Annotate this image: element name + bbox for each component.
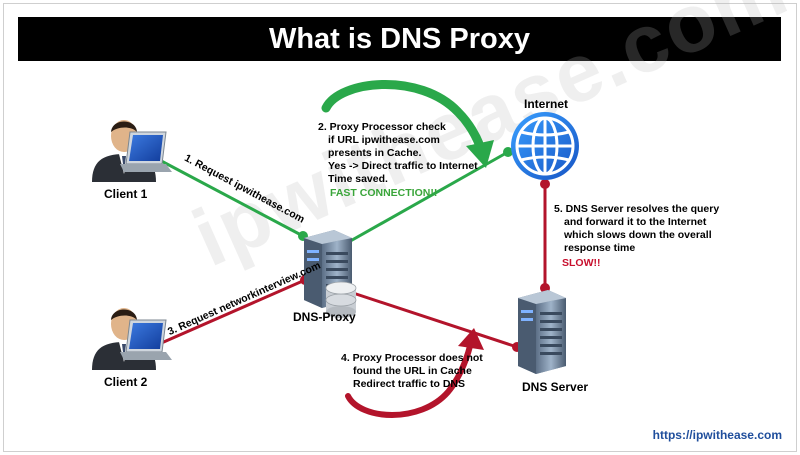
step5-annotation: 5. DNS Server resolves the query and for… xyxy=(554,203,719,255)
database-icon xyxy=(325,281,357,318)
step4-line: found the URL in Cache xyxy=(353,365,472,377)
laptop-icon-client2 xyxy=(120,319,172,360)
diagram-title: What is DNS Proxy xyxy=(18,17,781,61)
globe-icon xyxy=(511,112,579,180)
step2-line: Yes -> Direct traffic to Internet xyxy=(328,160,478,172)
step4-line: 4. Proxy Processor does not xyxy=(341,352,483,364)
step5-line: which slows down the overall xyxy=(564,229,712,241)
step5-line: response time xyxy=(564,242,636,254)
dns-server-icon xyxy=(518,290,566,374)
dns-server-label: DNS Server xyxy=(522,380,589,394)
connection-proxy-dnsserver xyxy=(349,290,522,352)
cache-hit-arrow xyxy=(321,80,494,168)
diagram-frame xyxy=(3,3,797,452)
step2-line: Time saved. xyxy=(328,173,388,185)
client2-label: Client 2 xyxy=(104,375,148,389)
step5-line: 5. DNS Server resolves the query xyxy=(554,203,720,215)
step2-line: presents in Cache. xyxy=(328,147,422,159)
step2-line: 2. Proxy Processor check xyxy=(318,121,446,133)
slow-label: SLOW!! xyxy=(562,257,601,269)
step5-line: and forward it to the Internet xyxy=(564,216,707,228)
proxy-label: DNS-Proxy xyxy=(293,310,356,324)
step2-annotation: 2. Proxy Processor check if URL ipwithea… xyxy=(318,121,478,186)
step2-line: if URL ipwithease.com xyxy=(328,134,440,146)
fast-connection-label: FAST CONNECTION!! xyxy=(330,187,438,199)
footer-url[interactable]: https://ipwithease.com xyxy=(652,428,782,442)
internet-label: Internet xyxy=(524,97,569,111)
connection-proxy-internet xyxy=(337,147,513,250)
connection-client1-proxy xyxy=(149,153,308,241)
client1-label: Client 1 xyxy=(104,187,148,201)
step4-annotation: 4. Proxy Processor does not found the UR… xyxy=(341,352,483,391)
cache-miss-arrow xyxy=(345,328,484,418)
laptop-icon-client1 xyxy=(120,131,172,172)
connection-internet-dnsserver xyxy=(540,179,550,293)
step4-line: Redirect traffic to DNS xyxy=(353,378,466,390)
